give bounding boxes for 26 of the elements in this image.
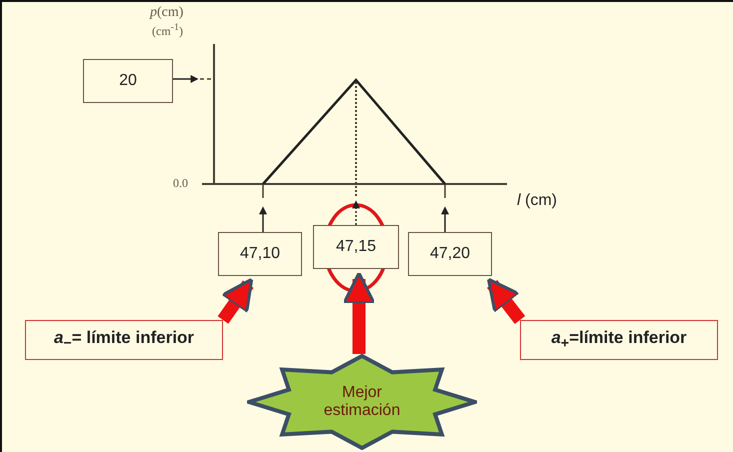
callout-box xyxy=(25,320,223,360)
block-arrow xyxy=(218,278,254,324)
callout-box xyxy=(520,320,718,360)
value-box xyxy=(408,232,492,276)
arrow xyxy=(441,206,449,232)
tick-label: 0.0 xyxy=(173,176,188,191)
value-text: 20 xyxy=(119,72,137,90)
block-arrow xyxy=(342,272,376,354)
value-text: 47,15 xyxy=(336,238,376,256)
value-text: 47,20 xyxy=(430,245,470,263)
block-arrow xyxy=(486,278,526,324)
value-text: 47,10 xyxy=(240,245,280,263)
arrow xyxy=(173,75,199,83)
value-box xyxy=(218,232,302,276)
chart-drawing xyxy=(200,44,507,198)
value-box xyxy=(83,59,173,103)
star-burst xyxy=(247,354,477,450)
note-text: a$_{−}$= límite inferior xyxy=(54,328,194,352)
axis-label: p(cm) xyxy=(150,5,184,21)
note-text: a$_{+}$=límite inferior xyxy=(551,328,687,352)
value-box xyxy=(313,225,399,269)
axis-label: l (cm) xyxy=(517,192,557,210)
axis-unit: (cm$^{-1}$) xyxy=(152,22,183,39)
arrow xyxy=(352,200,360,225)
callout-text: Mejor estimación xyxy=(322,384,402,420)
arrow xyxy=(259,206,267,232)
